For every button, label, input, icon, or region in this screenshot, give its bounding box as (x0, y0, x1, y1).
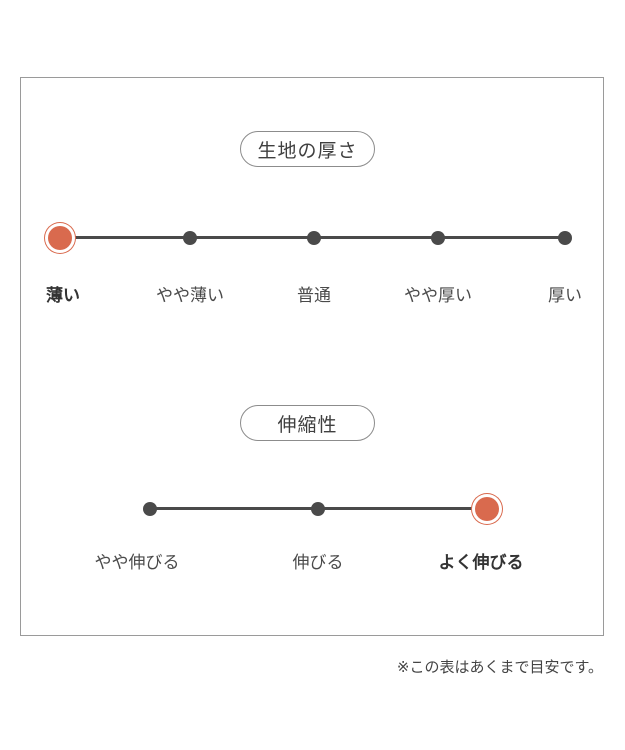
stretch-label-stretchy: 伸びる (292, 553, 344, 573)
thickness-label-thin: 薄い (46, 286, 80, 306)
disclaimer-note: ※この表はあくまで目安です。 (396, 658, 603, 676)
stretch-title: 伸縮性 (240, 405, 375, 441)
stretch-label-slightly-stretchy: やや伸びる (94, 553, 180, 573)
thickness-label-slightly-thick: やや厚い (404, 286, 472, 306)
fabric-info-panel (20, 77, 604, 636)
thickness-scale-point (558, 231, 572, 245)
stretch-scale-point (311, 502, 325, 516)
stretch-selected-marker (475, 497, 499, 521)
thickness-label-thick: 厚い (548, 286, 582, 306)
thickness-title: 生地の厚さ (240, 131, 375, 167)
thickness-scale-point (183, 231, 197, 245)
thickness-label-normal: 普通 (297, 286, 331, 306)
thickness-selected-marker (48, 226, 72, 250)
stretch-scale-point (143, 502, 157, 516)
thickness-scale-point (431, 231, 445, 245)
thickness-label-slightly-thin: やや薄い (156, 286, 224, 306)
stretch-label-very-stretchy: よく伸びる (438, 553, 524, 573)
thickness-scale-point (307, 231, 321, 245)
